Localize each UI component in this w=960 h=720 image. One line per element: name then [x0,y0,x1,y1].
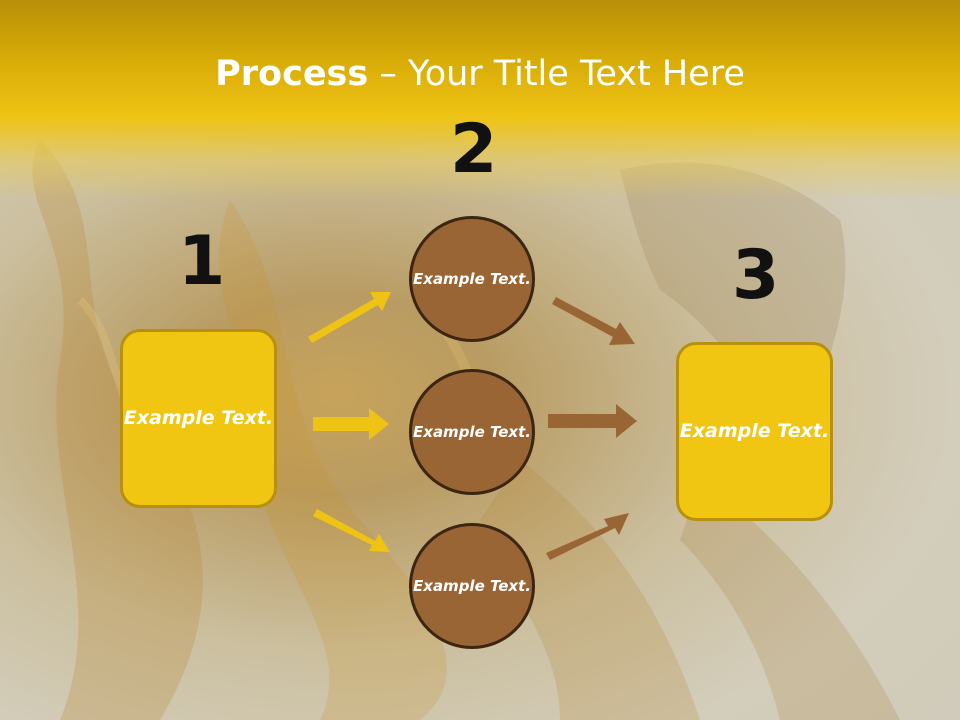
step-number-3: 3 [732,236,780,315]
step-1-label: Example Text. [123,407,274,429]
arrow-2-to-3-bottom [546,513,629,560]
step-2-circle-2-label: Example Text. [413,422,531,441]
header-band [0,0,960,200]
arrow-2-to-3-top [552,297,635,345]
title-rest-part: – Your Title Text Here [368,54,745,94]
step-1-box: Example Text. [120,329,277,508]
arrow-1-to-2-mid [313,408,389,440]
slide-title: Process – Your Title Text Here [0,52,960,96]
step-2-circle-3-label: Example Text. [413,576,531,595]
step-number-1: 1 [178,222,226,301]
step-number-2: 2 [450,110,498,189]
title-bold-part: Process [215,54,369,94]
step-2-circle-2: Example Text. [409,369,535,495]
step-2-circle-1-label: Example Text. [413,269,531,288]
arrow-1-to-2-bottom [313,509,390,552]
arrow-1-to-2-top [308,292,391,343]
step-2-circle-3: Example Text. [409,523,535,649]
step-3-label: Example Text. [679,420,830,442]
step-3-box: Example Text. [676,342,833,521]
step-2-circle-1: Example Text. [409,216,535,342]
arrow-2-to-3-mid [548,404,637,438]
